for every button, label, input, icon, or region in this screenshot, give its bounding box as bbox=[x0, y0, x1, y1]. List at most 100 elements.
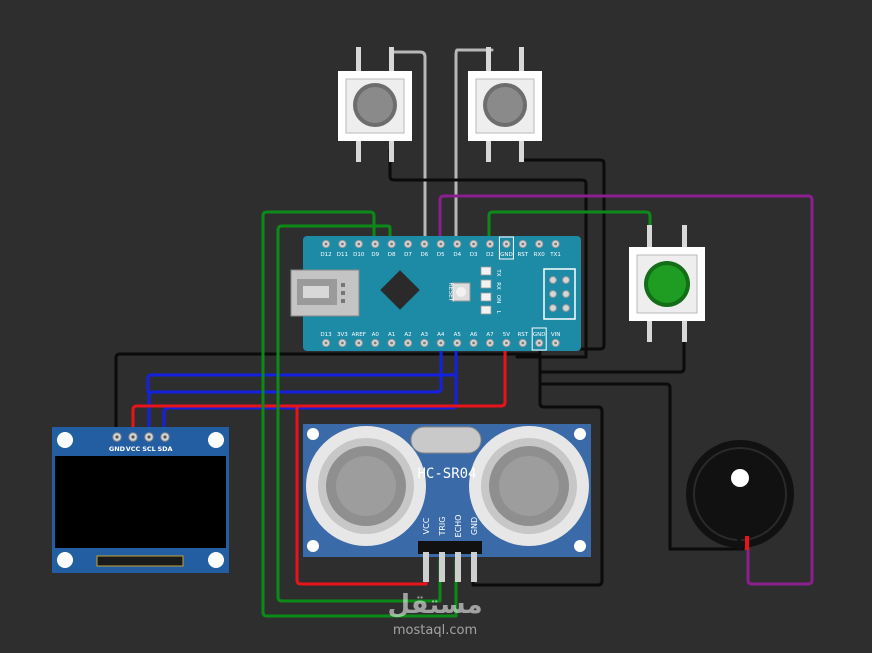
bottom-pin-label: A5 bbox=[454, 332, 462, 338]
top-pin-label: D8 bbox=[388, 252, 396, 258]
led-on bbox=[480, 292, 492, 302]
bottom-pin-label: 5V bbox=[503, 332, 510, 338]
led-label: TX bbox=[495, 268, 501, 276]
bottom-pin-label: A7 bbox=[486, 332, 494, 338]
wire-green-d8-trig bbox=[276, 224, 442, 603]
push-button-green[interactable] bbox=[629, 225, 705, 342]
wire-blue-scl bbox=[147, 340, 443, 438]
oled-mount-hole bbox=[208, 432, 224, 448]
oled-pin-label: VCC bbox=[126, 445, 141, 453]
wire-purple-d5-buzzer bbox=[438, 194, 814, 586]
bottom-pin-label: GND bbox=[533, 332, 546, 338]
watermark-latin: mostaql.com bbox=[393, 623, 477, 638]
wire-red-5v-sensor bbox=[295, 404, 428, 586]
top-pin-label: D5 bbox=[437, 252, 445, 258]
buzzer[interactable] bbox=[686, 440, 794, 550]
transducer-left bbox=[306, 426, 426, 546]
oled-pin-label: SCL bbox=[142, 445, 156, 453]
sensor-mount-hole bbox=[574, 428, 586, 440]
icsp-pin bbox=[549, 276, 557, 284]
led-label: L bbox=[495, 310, 501, 314]
sensor-pin-header bbox=[418, 541, 482, 554]
icsp-pin bbox=[562, 290, 570, 298]
bottom-pin-label: A4 bbox=[437, 332, 445, 338]
green-button-leg bbox=[647, 318, 652, 342]
led-label: RX bbox=[495, 282, 501, 290]
top-pin-label: D11 bbox=[337, 252, 348, 258]
sensor-pin-gnd[interactable] bbox=[471, 552, 477, 582]
button2-leg bbox=[486, 47, 491, 71]
oled-pin-label: SDA bbox=[157, 445, 172, 453]
top-pin-label: RX0 bbox=[534, 252, 546, 258]
oled-mount-hole bbox=[208, 552, 224, 568]
watermark: مستقل mostaql.com bbox=[387, 590, 482, 638]
icsp-pin bbox=[549, 304, 557, 312]
wire-black-button2-gnd bbox=[519, 148, 606, 351]
button2-leg bbox=[486, 138, 491, 162]
wire-black-gnd-buzzer bbox=[538, 382, 745, 551]
usb-port-icon bbox=[290, 269, 360, 317]
button1-leg bbox=[389, 138, 394, 162]
sensor-pin-trig[interactable] bbox=[439, 552, 445, 582]
top-pin-label: D12 bbox=[320, 252, 331, 258]
chip-icon bbox=[380, 270, 420, 310]
side-leds: TX RX ON L bbox=[480, 266, 501, 315]
icsp-header bbox=[543, 268, 576, 320]
bottom-pin-label: A6 bbox=[470, 332, 478, 338]
green-button-leg bbox=[682, 318, 687, 342]
wire-black-gnd-oled bbox=[114, 340, 542, 438]
top-pin-label: D6 bbox=[421, 252, 429, 258]
sensor-pin-label: ECHO bbox=[454, 515, 463, 538]
led-l bbox=[480, 305, 492, 315]
green-button-leg bbox=[647, 225, 652, 249]
bottom-pin-label: A1 bbox=[388, 332, 395, 338]
led-rx bbox=[480, 279, 492, 289]
push-button-1[interactable] bbox=[338, 47, 412, 162]
oled-screen bbox=[55, 456, 226, 548]
sensor-mount-hole bbox=[307, 540, 319, 552]
top-pin-label: D7 bbox=[404, 252, 412, 258]
reset-label: RESET bbox=[447, 282, 454, 302]
top-pin-label: RST bbox=[517, 252, 528, 258]
sensor-pin-echo[interactable] bbox=[455, 552, 461, 582]
bottom-pin-label: D13 bbox=[320, 332, 332, 338]
wire-green-d9-echo bbox=[261, 210, 458, 618]
bottom-pin-label: 3V3 bbox=[337, 332, 348, 338]
top-pin-label: D10 bbox=[353, 252, 365, 258]
icsp-pin bbox=[562, 276, 570, 284]
top-pin-label: D9 bbox=[371, 252, 379, 258]
sensor-crystal bbox=[410, 426, 482, 454]
wire-green-d2-greenbutton bbox=[487, 210, 652, 249]
bottom-pin-label: A2 bbox=[404, 332, 411, 338]
icsp-pin bbox=[549, 290, 557, 298]
bottom-pin-label: AREF bbox=[352, 332, 366, 338]
wire-black-gnd-greenbutton bbox=[538, 325, 686, 374]
top-pin-label: D2 bbox=[486, 252, 494, 258]
green-button-leg bbox=[682, 225, 687, 249]
wire-gray-button1-d6 bbox=[390, 50, 427, 244]
button2-leg bbox=[519, 47, 524, 71]
led-label: ON bbox=[495, 295, 501, 303]
bottom-pin-row: D13 3V3 AREF A0 A1 A2 A3 A4 A5 A6 A7 5V RST GND VIN bbox=[320, 327, 561, 351]
button1-leg bbox=[389, 47, 394, 71]
bottom-pin-label: VIN bbox=[551, 332, 561, 338]
push-button-2[interactable] bbox=[468, 47, 542, 162]
button1-leg bbox=[356, 47, 361, 71]
oled-mount-hole bbox=[57, 432, 73, 448]
bottom-pin-label: A0 bbox=[372, 332, 380, 338]
button1-leg bbox=[356, 138, 361, 162]
bottom-pin-label: A3 bbox=[421, 332, 429, 338]
oled-pin-label: GND bbox=[109, 445, 126, 453]
wire-black-gnd-sensor bbox=[471, 340, 604, 587]
bottom-pin-label: RST bbox=[517, 332, 528, 338]
sensor-pin-vcc[interactable] bbox=[423, 552, 429, 582]
sensor-pin-label: VCC bbox=[422, 517, 431, 534]
sensor-pin-label: GND bbox=[470, 517, 479, 535]
top-pin-label: GND bbox=[500, 252, 513, 258]
